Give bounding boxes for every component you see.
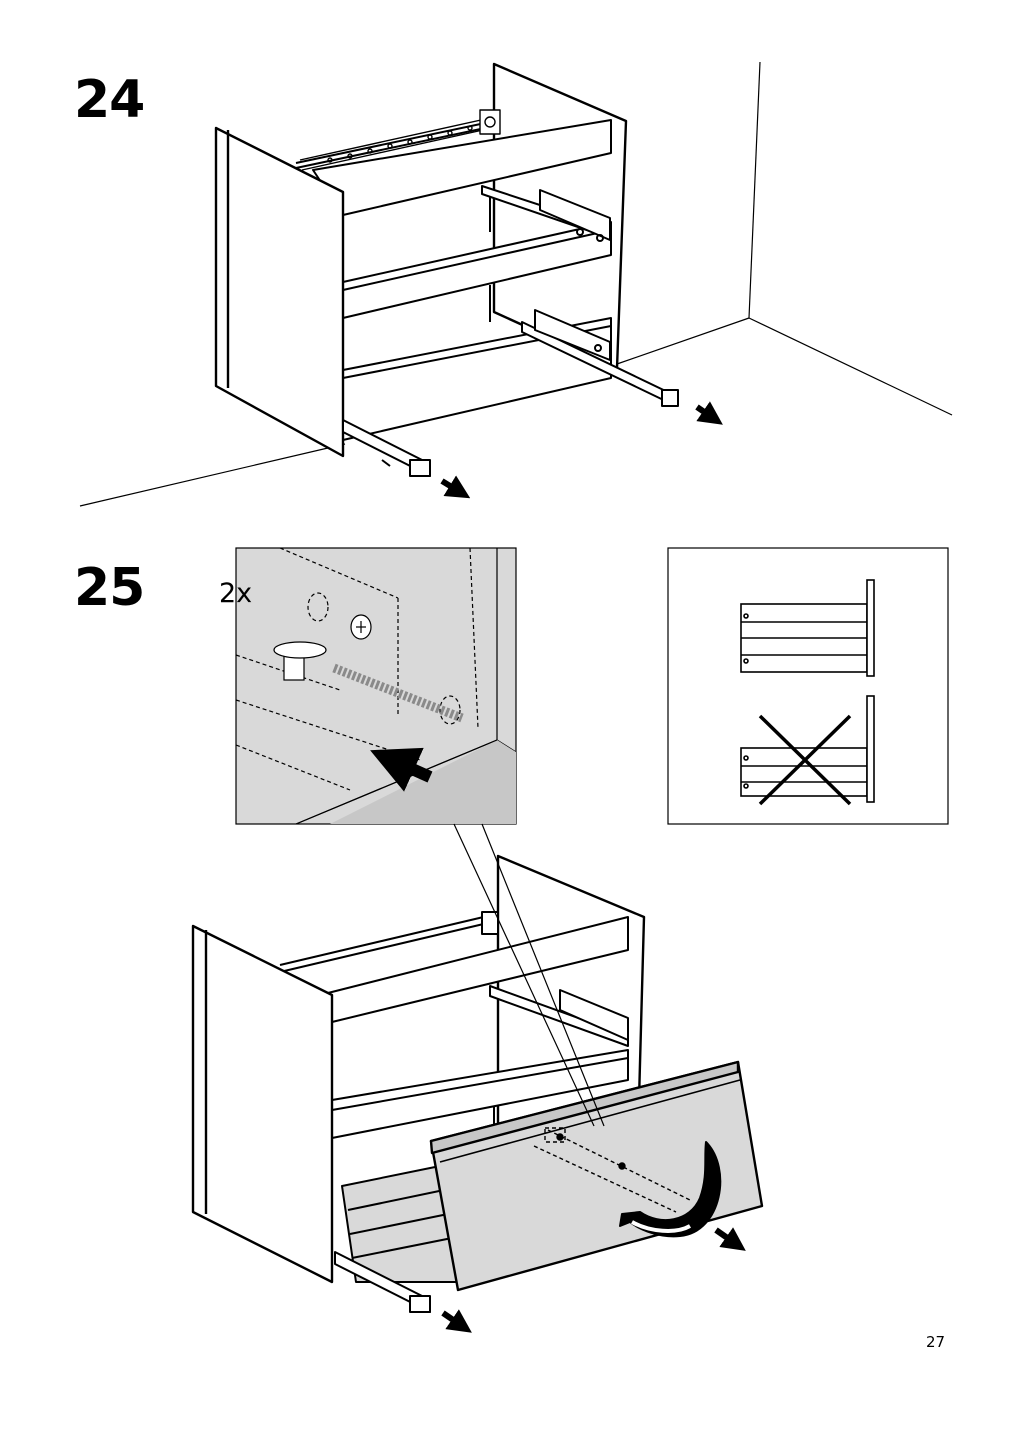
upper-drawer-runner — [481, 185, 611, 242]
page-number: 27 — [926, 1333, 946, 1351]
step-24-illustration — [79, 61, 953, 507]
cross-mark-icon — [758, 714, 852, 806]
drawer-front — [429, 1060, 764, 1292]
pull-arrows-25 — [441, 1227, 746, 1333]
orientation-panel — [667, 547, 949, 825]
pull-arrows — [440, 401, 723, 499]
correct-orientation — [740, 579, 875, 677]
room-lines — [79, 61, 953, 507]
incorrect-orientation — [740, 695, 875, 806]
left-front-runner — [342, 419, 431, 477]
rotate-arrow-icon — [619, 1141, 722, 1238]
step-number-24: 24 — [74, 70, 145, 130]
step-25-illustration — [191, 823, 764, 1333]
drawer-box — [341, 1165, 459, 1283]
detail-panel-fitting — [235, 547, 517, 825]
lower-drawer-runner — [521, 309, 679, 407]
quantity-label: 2x — [219, 578, 253, 609]
cabinet-interior — [295, 119, 612, 441]
top-runner — [299, 109, 501, 171]
step-number-25: 25 — [74, 558, 145, 618]
cabinet-left-panel — [214, 126, 345, 458]
